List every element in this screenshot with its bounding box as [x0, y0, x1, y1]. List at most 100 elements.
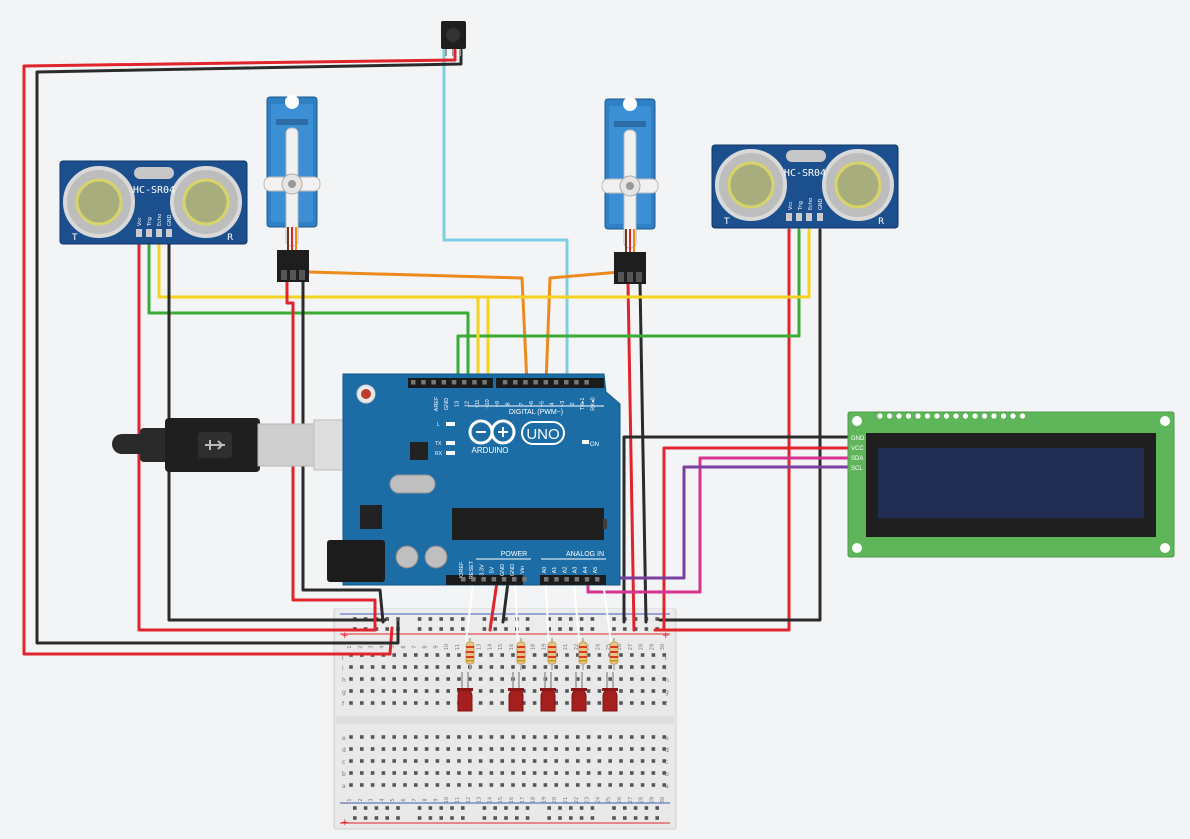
rail-hole[interactable] — [504, 627, 508, 631]
wire-black-left-sensor-gnd[interactable] — [167, 230, 387, 622]
breadboard-hole[interactable] — [360, 735, 364, 739]
breadboard-hole[interactable] — [435, 677, 440, 681]
breadboard-hole[interactable] — [651, 653, 656, 657]
breadboard-hole[interactable] — [651, 701, 656, 705]
breadboard-hole[interactable] — [360, 677, 364, 681]
breadboard-hole[interactable] — [630, 783, 634, 787]
breadboard-hole[interactable] — [360, 701, 364, 705]
breadboard-hole[interactable] — [662, 689, 666, 693]
breadboard-hole[interactable] — [446, 677, 450, 681]
breadboard-hole[interactable] — [446, 747, 450, 751]
breadboard-hole[interactable] — [640, 771, 645, 775]
breadboard-hole[interactable] — [435, 653, 440, 657]
breadboard-hole[interactable] — [565, 677, 569, 681]
breadboard-hole[interactable] — [597, 783, 602, 787]
rail-hole[interactable] — [417, 627, 422, 631]
breadboard-hole[interactable] — [478, 747, 483, 751]
breadboard-hole[interactable] — [392, 735, 396, 739]
breadboard-hole[interactable] — [446, 701, 450, 705]
arduino-uno[interactable]: ARDUINO UNO ON L TX RX DIGITAL (PWM~) AR… — [327, 373, 621, 586]
wire-cyan-ir-signal[interactable] — [442, 48, 569, 386]
breadboard-hole[interactable] — [543, 747, 548, 751]
rail-hole[interactable] — [547, 617, 551, 621]
rail-hole[interactable] — [655, 617, 659, 621]
rail-hole[interactable] — [579, 627, 584, 631]
breadboard-hole[interactable] — [586, 747, 591, 751]
breadboard-hole[interactable] — [511, 653, 515, 657]
breadboard-hole[interactable] — [381, 759, 386, 763]
rail-hole[interactable] — [482, 816, 487, 820]
breadboard-hole[interactable] — [349, 747, 353, 751]
breadboard-hole[interactable] — [457, 653, 461, 657]
breadboard-hole[interactable] — [565, 759, 569, 763]
wire-yellow-right-sensor-echo[interactable] — [476, 228, 811, 386]
breadboard-hole[interactable] — [522, 665, 526, 669]
rail-hole[interactable] — [579, 806, 584, 810]
rail-hole[interactable] — [374, 806, 379, 810]
breadboard-hole[interactable] — [500, 747, 504, 751]
rail-hole[interactable] — [623, 806, 627, 810]
breadboard-hole[interactable] — [403, 701, 407, 705]
servo-right[interactable] — [601, 97, 659, 284]
breadboard-hole[interactable] — [414, 747, 418, 751]
breadboard-hole[interactable] — [651, 665, 656, 669]
breadboard-hole[interactable] — [446, 771, 450, 775]
wire-purple-lcd-scl[interactable] — [598, 465, 850, 584]
wire-orange-right-servo-signal[interactable] — [544, 270, 622, 386]
breadboard-hole[interactable] — [446, 689, 450, 693]
rail-hole[interactable] — [417, 816, 422, 820]
breadboard-hole[interactable] — [576, 735, 580, 739]
breadboard-hole[interactable] — [468, 759, 472, 763]
breadboard-hole[interactable] — [651, 689, 656, 693]
breadboard-hole[interactable] — [554, 689, 558, 693]
breadboard-hole[interactable] — [468, 735, 472, 739]
breadboard-hole[interactable] — [597, 689, 602, 693]
breadboard-hole[interactable] — [349, 665, 353, 669]
breadboard-hole[interactable] — [478, 735, 483, 739]
rail-hole[interactable] — [547, 627, 551, 631]
rail-hole[interactable] — [482, 627, 487, 631]
breadboard-hole[interactable] — [446, 759, 450, 763]
breadboard-hole[interactable] — [651, 759, 656, 763]
rail-hole[interactable] — [385, 617, 389, 621]
breadboard-hole[interactable] — [662, 759, 666, 763]
rail-hole[interactable] — [374, 816, 379, 820]
rail-hole[interactable] — [558, 816, 562, 820]
rail-hole[interactable] — [547, 816, 551, 820]
breadboard-hole[interactable] — [511, 771, 515, 775]
ir-receiver[interactable] — [441, 21, 466, 56]
breadboard-hole[interactable] — [370, 665, 375, 669]
rail-hole[interactable] — [612, 806, 616, 810]
breadboard-hole[interactable] — [424, 701, 429, 705]
breadboard-hole[interactable] — [511, 747, 515, 751]
breadboard-hole[interactable] — [630, 689, 634, 693]
rail-hole[interactable] — [450, 627, 454, 631]
breadboard-hole[interactable] — [478, 759, 483, 763]
breadboard-hole[interactable] — [489, 735, 494, 739]
breadboard-hole[interactable] — [640, 701, 645, 705]
breadboard-hole[interactable] — [608, 735, 612, 739]
rail-hole[interactable] — [504, 617, 508, 621]
breadboard-hole[interactable] — [468, 771, 472, 775]
rail-hole[interactable] — [525, 617, 530, 621]
breadboard-hole[interactable] — [478, 677, 483, 681]
breadboard-hole[interactable] — [597, 759, 602, 763]
rail-hole[interactable] — [590, 617, 595, 621]
rail-hole[interactable] — [363, 806, 368, 810]
breadboard-hole[interactable] — [640, 759, 645, 763]
breadboard-hole[interactable] — [554, 783, 558, 787]
breadboard-hole[interactable] — [360, 759, 364, 763]
breadboard-hole[interactable] — [435, 701, 440, 705]
rail-hole[interactable] — [450, 816, 454, 820]
breadboard-hole[interactable] — [435, 747, 440, 751]
rail-hole[interactable] — [417, 617, 422, 621]
breadboard-hole[interactable] — [608, 665, 612, 669]
breadboard-hole[interactable] — [576, 771, 580, 775]
breadboard-hole[interactable] — [608, 677, 612, 681]
breadboard-hole[interactable] — [424, 771, 429, 775]
rail-hole[interactable] — [525, 816, 530, 820]
breadboard-hole[interactable] — [554, 735, 558, 739]
breadboard-hole[interactable] — [662, 665, 666, 669]
breadboard-hole[interactable] — [349, 689, 353, 693]
breadboard-hole[interactable] — [403, 783, 407, 787]
